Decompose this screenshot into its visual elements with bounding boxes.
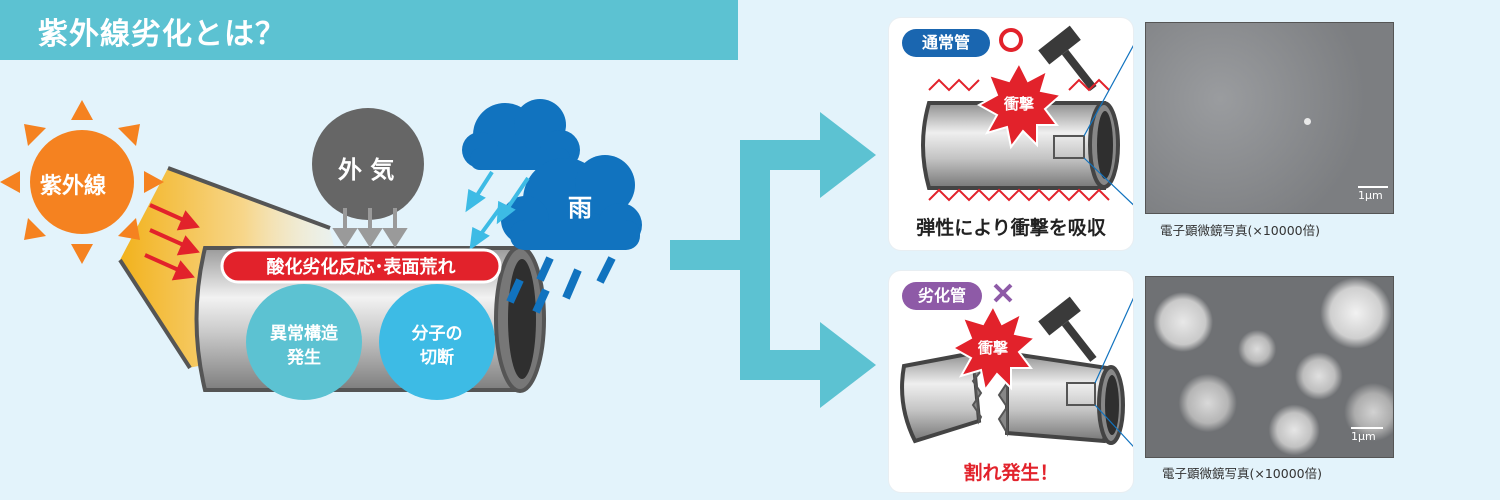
scale-line xyxy=(1351,427,1383,429)
reaction-label: 酸化劣化反応･表面荒れ xyxy=(266,257,456,278)
rain-drops xyxy=(506,256,616,314)
scale-line xyxy=(1358,186,1388,188)
effect-1-label: 異常構造 発生 xyxy=(246,322,362,370)
rain-arrows xyxy=(465,170,530,251)
air-label: 外 気 xyxy=(338,156,395,184)
degraded-scale-bar: 1μm xyxy=(1351,427,1383,443)
degraded-impact-label: 衝撃 xyxy=(977,339,1008,357)
normal-micrograph: 1μm xyxy=(1145,22,1394,214)
title-band: 紫外線劣化とは？ xyxy=(0,0,738,60)
effect-circle-1 xyxy=(246,284,362,400)
degraded-badge: 劣化管 xyxy=(902,282,982,310)
air-cloud-icon xyxy=(312,108,424,220)
rain-cloud-icon xyxy=(462,99,642,250)
pipe-icon xyxy=(921,101,1120,190)
effect-1-line-1: 異常構造 xyxy=(270,324,338,344)
degraded-scale-label: 1μm xyxy=(1351,430,1376,443)
hammer-icon xyxy=(1038,25,1097,91)
micrograph-speck xyxy=(1304,118,1311,125)
normal-badge: 通常管 xyxy=(902,29,990,57)
branch-arrows xyxy=(730,112,876,408)
degraded-photo-caption: 電子顕微鏡写真(×10000倍) xyxy=(1162,466,1322,481)
burst-icon xyxy=(950,303,1038,393)
effect-2-label: 分子の 切断 xyxy=(379,322,495,370)
sun-icon xyxy=(0,100,164,264)
cross-mark-icon xyxy=(993,283,1013,303)
vibration-bottom xyxy=(928,188,1110,202)
effect-2-line-1: 分子の xyxy=(411,324,463,344)
normal-scale-bar: 1μm xyxy=(1358,186,1388,202)
uv-arrows xyxy=(144,203,200,281)
effect-1-line-2: 発生 xyxy=(287,348,321,368)
sun-label: 紫外線 xyxy=(40,174,107,199)
normal-caption: 弾性により衝撃を吸収 xyxy=(916,217,1106,239)
normal-scale-label: 1μm xyxy=(1358,189,1383,202)
air-arrows xyxy=(332,208,408,248)
normal-pipe-illustration xyxy=(921,25,1133,206)
hammer-icon xyxy=(1038,296,1097,362)
normal-photo-caption: 電子顕微鏡写真(×10000倍) xyxy=(1160,223,1320,238)
rain-label: 雨 xyxy=(568,194,592,222)
beam-edge-top xyxy=(167,166,331,230)
effect-circle-2 xyxy=(379,284,495,400)
degraded-caption: 割れ発生！ xyxy=(963,462,1059,484)
beam-edge-bottom xyxy=(118,258,192,370)
vibration-top xyxy=(928,78,980,92)
burst-icon xyxy=(976,60,1064,150)
degraded-micrograph: 1μm xyxy=(1145,276,1394,458)
degraded-pipe-illustration xyxy=(900,283,1133,448)
vibration-top-right xyxy=(1068,78,1110,92)
flow-arrow xyxy=(670,240,740,270)
circle-mark-icon xyxy=(999,28,1023,52)
reaction-banner xyxy=(220,248,502,284)
uv-degradation-diagram xyxy=(0,99,740,400)
page-title: 紫外線劣化とは？ xyxy=(38,17,286,52)
normal-impact-label: 衝撃 xyxy=(1003,95,1034,113)
effect-2-line-2: 切断 xyxy=(420,348,454,368)
